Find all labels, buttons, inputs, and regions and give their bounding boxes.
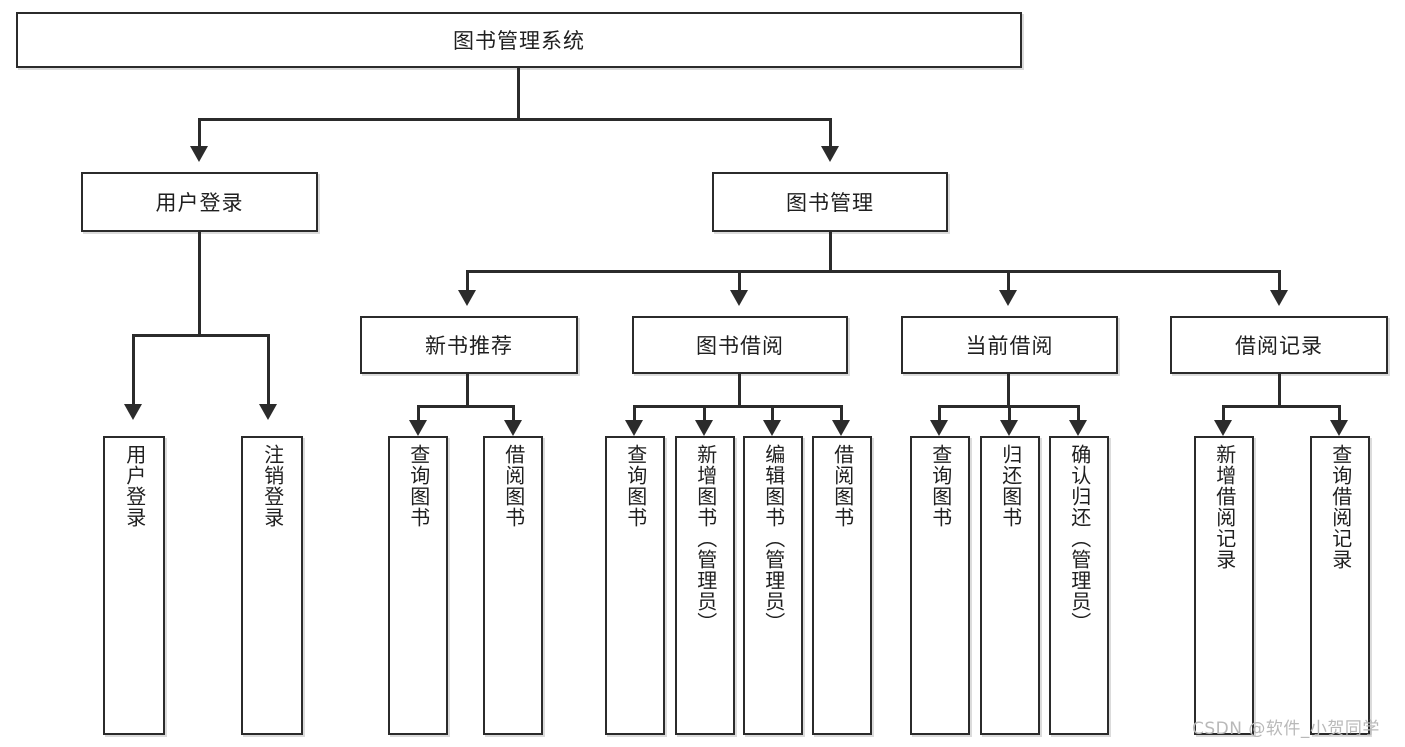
connector-new-book-r [512,405,515,423]
connector-bb-3 [771,405,774,423]
leaf-label: 编辑图书（管理员） [761,444,786,633]
node-borrow-record[interactable]: 借阅记录 [1170,316,1388,374]
leaf-label: 借阅图书 [830,444,855,528]
connector-current-borrow-stem [1007,374,1010,407]
leaf-logout[interactable]: 注销登录 [241,436,303,735]
connector-to-current-borrow [1007,270,1010,292]
arrow-nb-query-book [409,420,427,436]
arrow-root-to-book-mgmt [821,146,839,162]
connector-cb-1 [938,405,941,423]
node-label: 借阅记录 [1235,334,1323,358]
connector-br-1 [1222,405,1225,423]
leaf-label: 新增借阅记录 [1212,444,1237,570]
arrow-bb-edit-book [763,420,781,436]
connector-to-borrow-record [1278,270,1281,292]
leaf-bb-edit-book[interactable]: 编辑图书（管理员） [743,436,803,735]
node-user-login[interactable]: 用户登录 [81,172,318,232]
csdn-watermark: CSDN @软件_小贺同学 [1192,719,1380,739]
connector-book-borrow-stem [738,374,741,407]
leaf-bb-add-book[interactable]: 新增图书（管理员） [675,436,735,735]
arrow-to-book-borrow [730,290,748,306]
connector-br-2 [1338,405,1341,423]
leaf-label: 查询图书 [623,444,648,528]
leaf-br-query-record[interactable]: 查询借阅记录 [1310,436,1370,735]
connector-new-book-l [417,405,420,423]
connector-to-new-book [466,270,469,292]
arrow-to-current-borrow [999,290,1017,306]
connector-bb-1 [633,405,636,423]
arrow-cb-return-book [1000,420,1018,436]
leaf-bb-borrow-book[interactable]: 借阅图书 [812,436,872,735]
connector-user-login-right [267,334,270,406]
connector-borrow-record-bar [1222,405,1340,408]
connector-to-book-borrow [738,270,741,292]
arrow-br-add-record [1214,420,1232,436]
connector-borrow-record-stem [1278,374,1281,407]
node-new-book-recommend[interactable]: 新书推荐 [360,316,578,374]
connector-user-login-stem [198,232,201,336]
leaf-label: 查询借阅记录 [1328,444,1353,570]
arrow-bb-query-book [625,420,643,436]
node-book-borrow[interactable]: 图书借阅 [632,316,848,374]
connector-book-mgmt-stem [829,232,832,272]
connector-root-to-book-mgmt [829,118,832,148]
connector-user-login-left [132,334,135,406]
leaf-label: 查询图书 [928,444,953,528]
leaf-nbr-borrow-book[interactable]: 借阅图书 [483,436,543,735]
connector-root-bar [198,118,832,121]
arrow-br-query-record [1330,420,1348,436]
leaf-nbr-query-book[interactable]: 查询图书 [388,436,448,735]
arrow-bb-borrow-book [832,420,850,436]
leaf-br-add-record[interactable]: 新增借阅记录 [1194,436,1254,735]
connector-cb-2 [1008,405,1011,423]
connector-root-stem [517,68,520,120]
connector-cb-3 [1077,405,1080,423]
leaf-label: 查询图书 [406,444,431,528]
leaf-label: 归还图书 [998,444,1023,528]
connector-new-book-bar [417,405,515,408]
leaf-label: 确认归还（管理员） [1067,444,1092,633]
node-label: 用户登录 [155,191,244,215]
arrow-bb-add-book [695,420,713,436]
leaf-cb-return-book[interactable]: 归还图书 [980,436,1040,735]
connector-book-borrow-bar [633,405,843,408]
arrow-to-leaf-user-login [124,404,142,420]
arrow-to-leaf-logout [259,404,277,420]
arrow-to-new-book [458,290,476,306]
connector-root-to-user-login [198,118,201,148]
node-current-borrow[interactable]: 当前借阅 [901,316,1118,374]
node-label: 新书推荐 [425,334,513,358]
node-label: 图书管理 [786,191,874,215]
leaf-label: 新增图书（管理员） [693,444,718,633]
node-label: 当前借阅 [965,334,1054,358]
node-book-management[interactable]: 图书管理 [712,172,948,232]
leaf-cb-query-book[interactable]: 查询图书 [910,436,970,735]
arrow-cb-confirm-return [1069,420,1087,436]
arrow-nb-borrow-book [504,420,522,436]
arrow-cb-query-book [930,420,948,436]
leaf-label: 用户登录 [122,444,147,528]
node-label: 图书借阅 [696,334,784,358]
connector-new-book-stem [466,374,469,407]
arrow-root-to-user-login [190,146,208,162]
connector-book-mgmt-bar [466,270,1281,273]
node-library-management-system[interactable]: 图书管理系统 [16,12,1022,68]
leaf-user-login[interactable]: 用户登录 [103,436,165,735]
leaf-bb-query-book[interactable]: 查询图书 [605,436,665,735]
arrow-to-borrow-record [1270,290,1288,306]
leaf-label: 借阅图书 [501,444,526,528]
connector-bb-4 [840,405,843,423]
connector-user-login-bar [132,334,270,337]
leaf-label: 注销登录 [260,444,285,528]
leaf-cb-confirm-return[interactable]: 确认归还（管理员） [1049,436,1109,735]
connector-bb-2 [703,405,706,423]
node-label: 图书管理系统 [453,29,585,53]
